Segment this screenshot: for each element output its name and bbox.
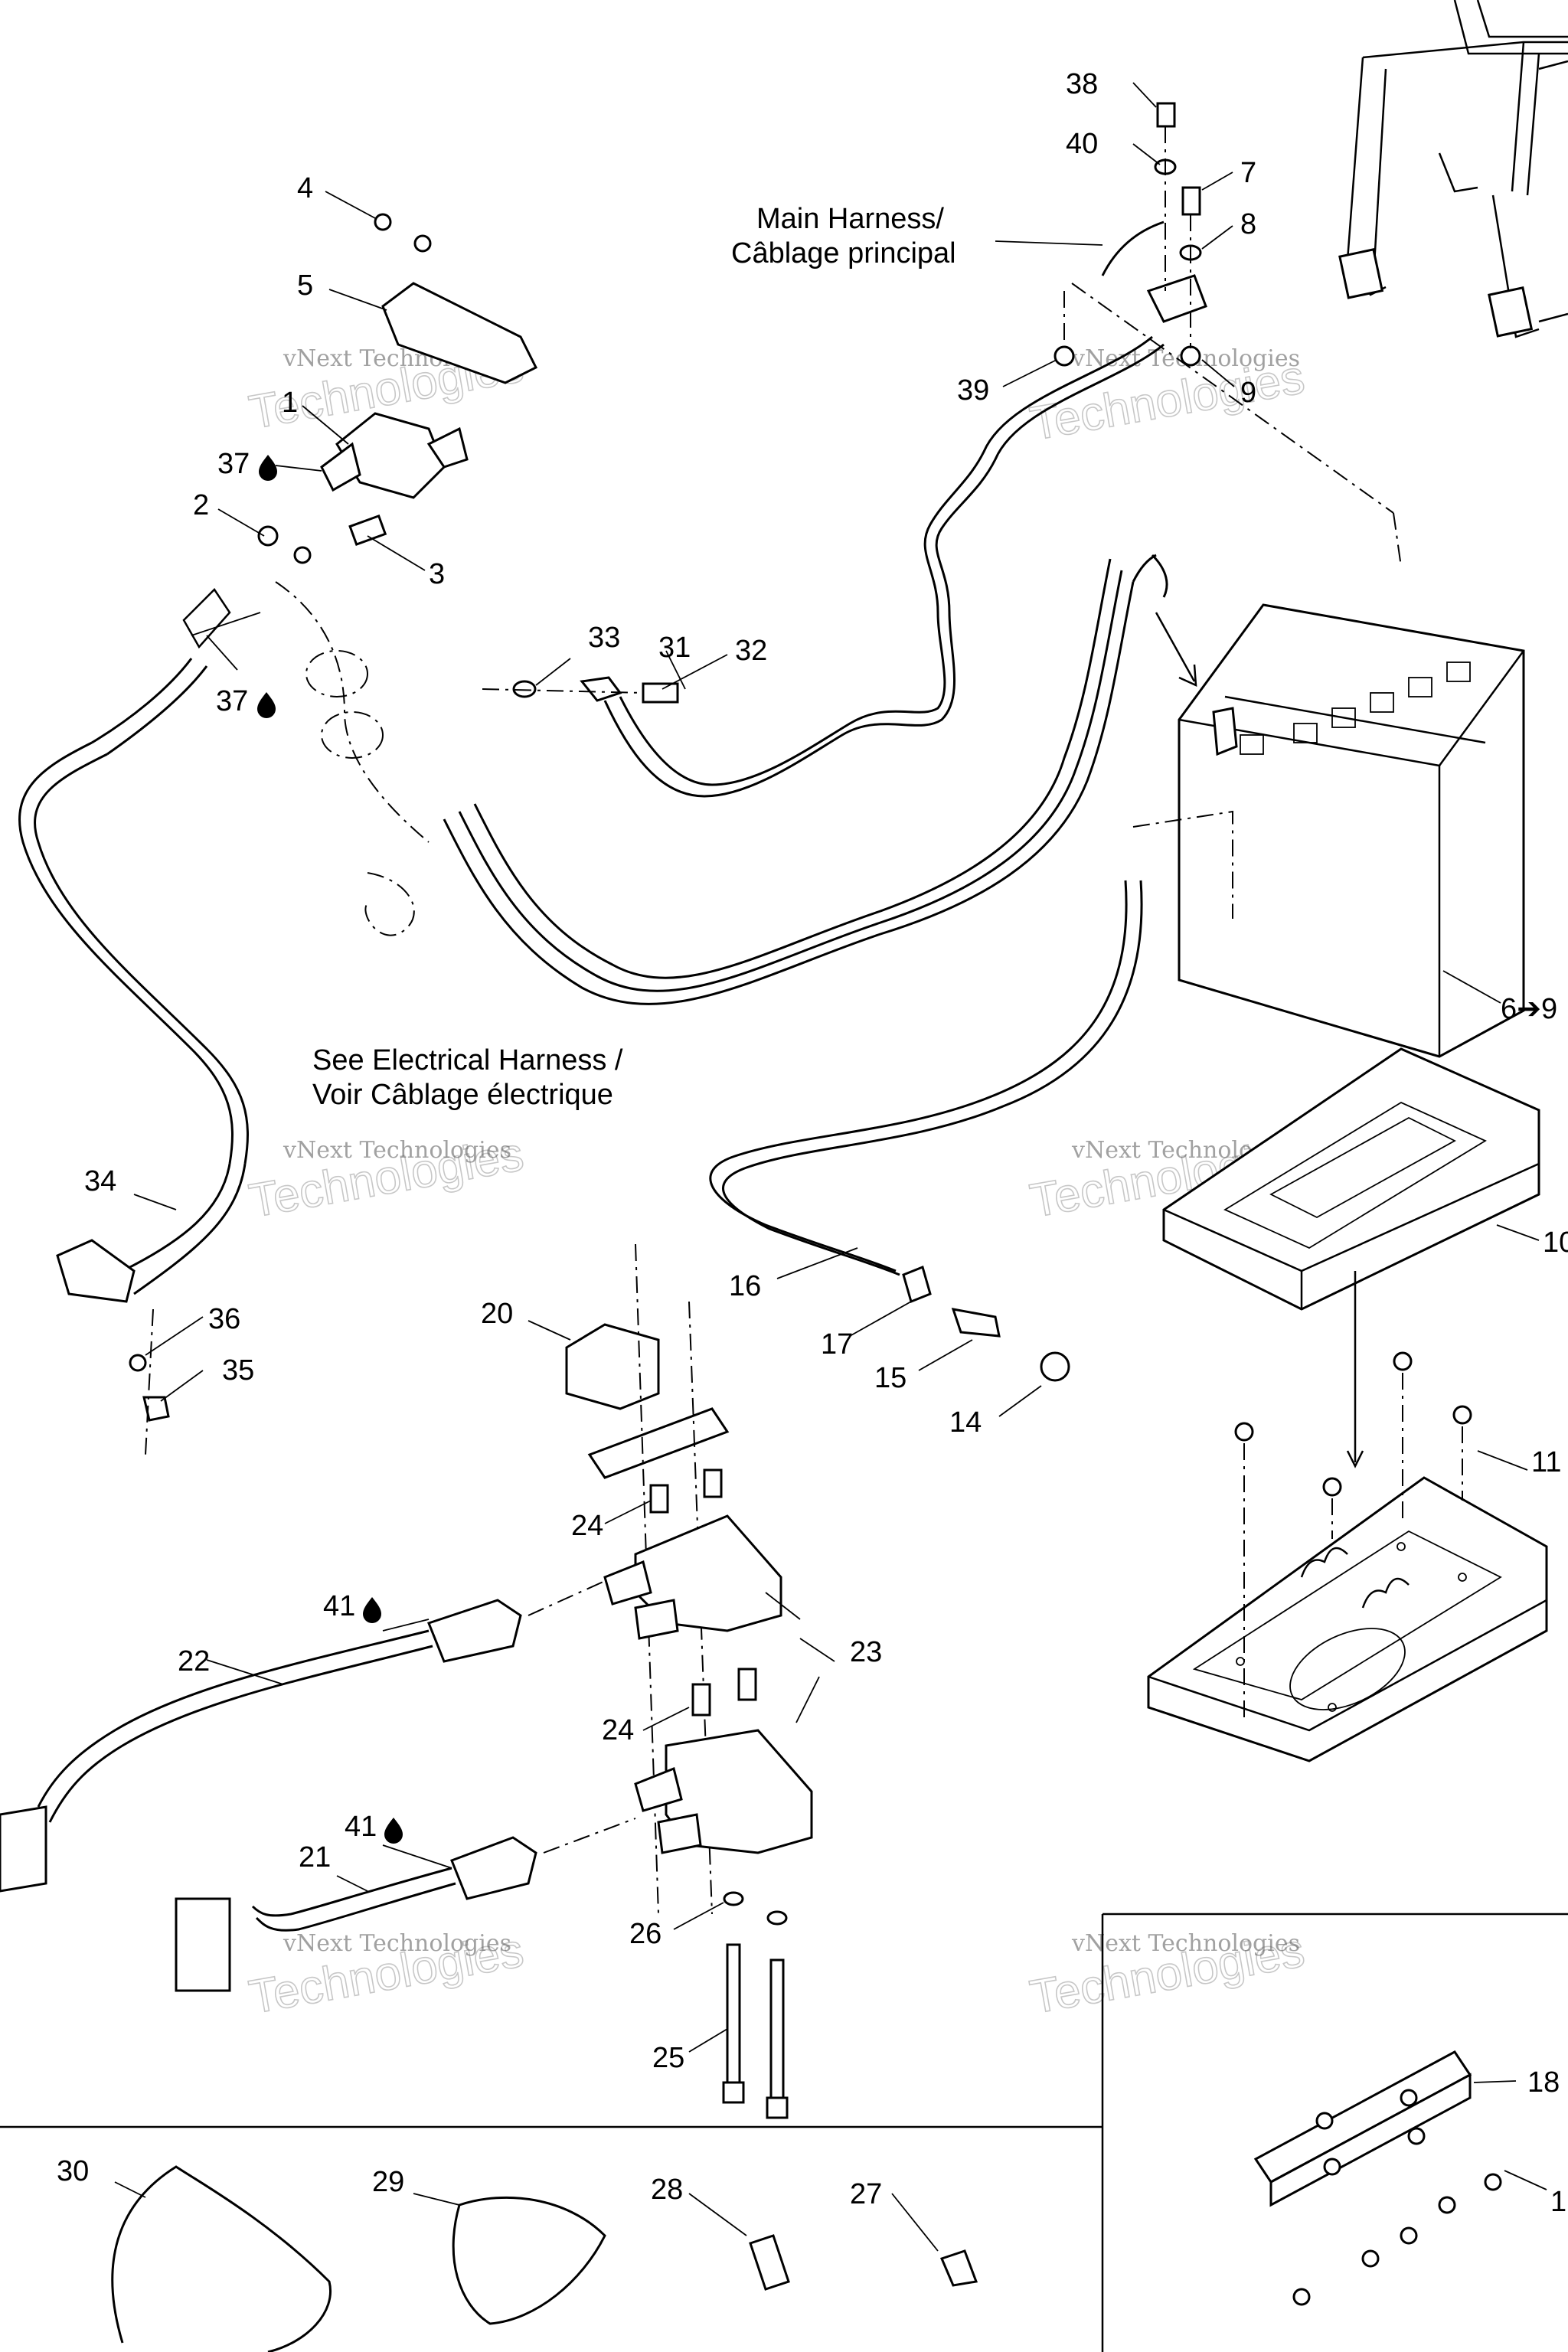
watermark-small: vNext Technologies	[1071, 1930, 1300, 1957]
watermark-small: vNext Technologies	[283, 1137, 511, 1164]
cable-ties	[111, 2165, 978, 2352]
callout-21: 21	[299, 1841, 331, 1873]
sealant-drop-icons	[257, 455, 403, 1844]
callout-1: 1	[282, 387, 298, 419]
main-harness-label: Main Harness/	[756, 203, 944, 235]
battery	[1178, 603, 1525, 1058]
sealant-drop-icon	[363, 1597, 381, 1623]
sealant-drop-icon	[259, 455, 277, 481]
leader-lines	[114, 82, 1547, 2252]
callout-30: 30	[57, 2155, 89, 2187]
ignition-coil-assembly	[0, 1243, 813, 2119]
watermark-small: vNext Technologies	[283, 1930, 511, 1957]
callout-4: 4	[297, 172, 313, 204]
callout-24: 24	[602, 1714, 634, 1746]
callout-25: 25	[652, 2042, 684, 2074]
dividers	[0, 1913, 1568, 2352]
callout-35: 35	[222, 1354, 254, 1387]
callout-41: 41	[323, 1590, 355, 1622]
callout-38: 38	[1066, 68, 1098, 100]
callout-24: 24	[571, 1510, 603, 1542]
mounting-bar	[1253, 2050, 1502, 2306]
battery-strap	[1338, 0, 1568, 338]
see-harness-label-fr: Voir Câblage électrique	[312, 1079, 613, 1111]
sealant-drop-icon	[257, 692, 276, 718]
callout-28: 28	[651, 2174, 683, 2206]
callout-22: 22	[178, 1645, 210, 1677]
callout-27: 27	[850, 2178, 882, 2210]
fasteners-11	[1234, 1271, 1472, 1723]
callout-34: 34	[84, 1165, 116, 1197]
callout-9: 9	[1240, 377, 1256, 409]
callout-5: 5	[297, 270, 313, 302]
callout-26: 26	[629, 1918, 662, 1950]
callout-7: 7	[1240, 157, 1256, 189]
terminal-bracket	[1054, 102, 1402, 567]
callout-33: 33	[588, 622, 620, 654]
ground-strap	[482, 676, 679, 704]
callout-labels: 4 5 1 37 2 3 37 38 40 7 8 9 39 33 31 32 …	[57, 68, 1568, 2218]
callout-18: 18	[1527, 2066, 1560, 2099]
callout-39: 39	[957, 374, 989, 407]
battery-holder	[1147, 1476, 1548, 1762]
callout-11: 11	[1531, 1446, 1561, 1478]
starter-solenoid-assembly	[18, 213, 538, 1455]
callout-32: 32	[735, 635, 767, 667]
callout-2: 2	[193, 489, 209, 521]
see-harness-label: See Electrical Harness /	[312, 1044, 623, 1076]
callout-40: 40	[1066, 128, 1098, 160]
callout-15: 15	[874, 1362, 906, 1394]
callout-29: 29	[372, 2166, 404, 2198]
fuse-holder	[902, 1265, 1070, 1382]
battery-cable	[1132, 554, 1233, 919]
callout-31: 31	[658, 632, 691, 664]
callout-36: 36	[208, 1303, 240, 1335]
sealant-drop-icon	[384, 1818, 403, 1844]
callout-3: 3	[429, 558, 445, 590]
battery-tray	[1162, 1047, 1540, 1311]
captions: Main Harness/ Câblage principal See Elec…	[312, 203, 956, 1111]
callout-37: 37	[217, 448, 250, 480]
callout-41: 41	[345, 1811, 377, 1843]
callout-8: 8	[1240, 208, 1256, 240]
main-harness-cables	[443, 220, 1165, 1276]
callout-6-9: 6➔9	[1501, 993, 1557, 1025]
callout-20: 20	[481, 1298, 513, 1330]
callout-17: 17	[821, 1328, 853, 1361]
callout-14: 14	[949, 1406, 982, 1439]
callout-10: 10	[1543, 1227, 1568, 1259]
callout-37: 37	[216, 685, 248, 717]
callout-23: 23	[850, 1636, 882, 1668]
main-harness-label-fr: Câblage principal	[731, 237, 956, 270]
callout-1: 1	[1550, 2186, 1566, 2218]
callout-16: 16	[729, 1270, 761, 1302]
